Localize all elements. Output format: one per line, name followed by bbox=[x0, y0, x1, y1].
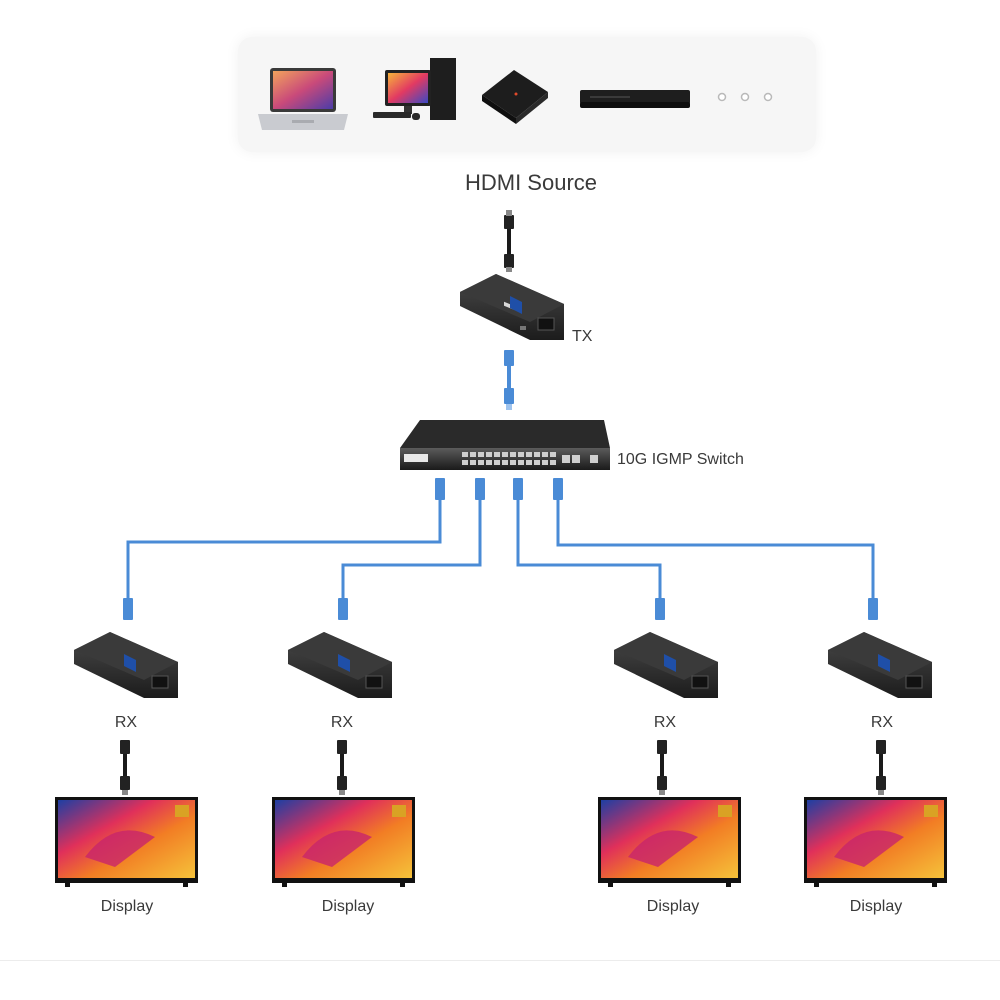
display-label-1: Display bbox=[100, 898, 154, 915]
footer-divider bbox=[0, 960, 1000, 961]
display-label-4: Display bbox=[849, 898, 903, 915]
rx-extender-device-2 bbox=[288, 632, 392, 698]
desktop-pc-icon bbox=[373, 58, 456, 120]
display-tv-4 bbox=[804, 797, 947, 887]
rx-label-1: RX bbox=[114, 714, 138, 731]
hdmi-cables-rx-display bbox=[120, 740, 886, 795]
display-tv-3 bbox=[598, 797, 741, 887]
igmp-switch-device bbox=[400, 420, 610, 470]
display-label-2: Display bbox=[321, 898, 375, 915]
laptop-icon bbox=[258, 68, 348, 130]
tx-extender-device bbox=[460, 274, 564, 340]
rx-label-2: RX bbox=[330, 714, 354, 731]
rx-extender-device-3 bbox=[614, 632, 718, 698]
ethernet-connectors bbox=[123, 478, 878, 620]
hdmi-source-label: HDMI Source bbox=[464, 170, 598, 195]
ethernet-cable-tx-switch bbox=[504, 350, 514, 410]
rx-extender-device-4 bbox=[828, 632, 932, 698]
tv-box-icon bbox=[482, 70, 548, 124]
tx-label: TX bbox=[572, 328, 593, 345]
set-top-box-icon bbox=[580, 90, 690, 108]
rx-label-3: RX bbox=[653, 714, 677, 731]
rx-extender-device-1 bbox=[74, 632, 178, 698]
display-label-3: Display bbox=[646, 898, 700, 915]
display-tv-1 bbox=[55, 797, 198, 887]
more-dots-icon bbox=[717, 92, 773, 102]
hdmi-cable-source-tx bbox=[504, 210, 514, 272]
display-tv-2 bbox=[272, 797, 415, 887]
ethernet-cables-switch-rx bbox=[126, 498, 875, 602]
switch-label: 10G IGMP Switch bbox=[617, 451, 744, 468]
rx-label-4: RX bbox=[870, 714, 894, 731]
